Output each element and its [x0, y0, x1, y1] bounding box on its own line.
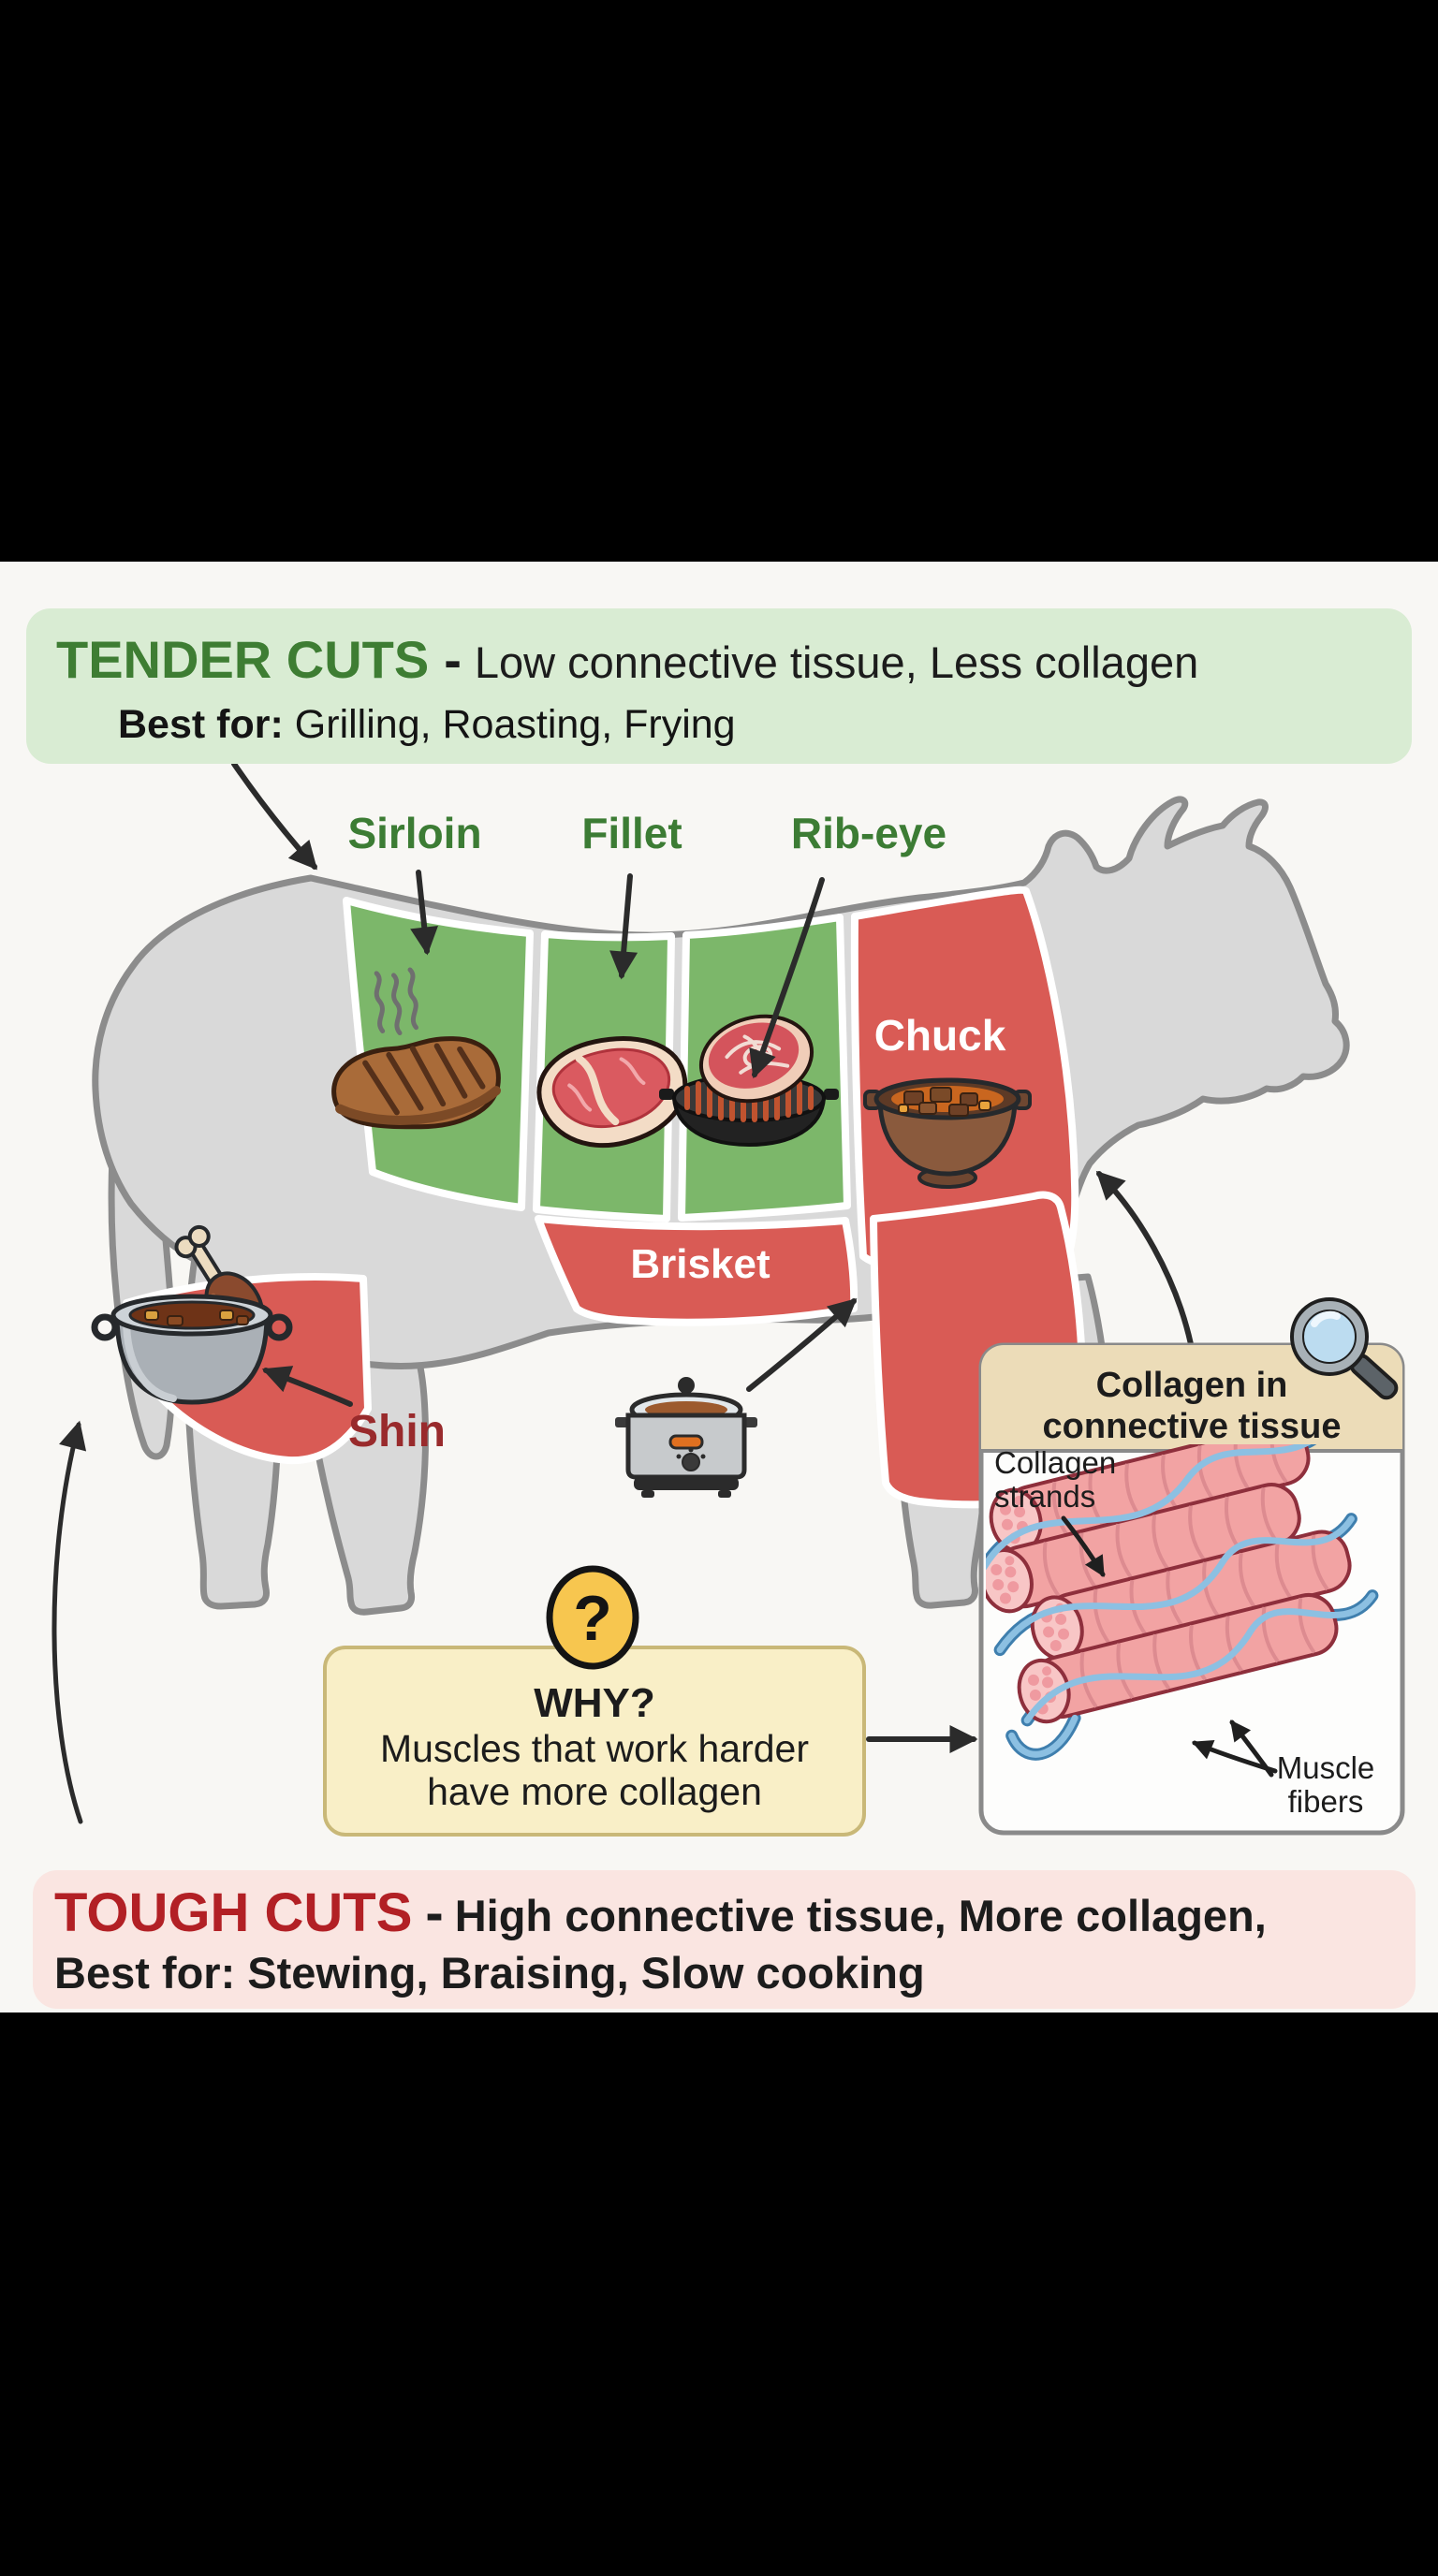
why-title: WHY?	[534, 1680, 655, 1726]
muscle-fibers-label-line2: fibers	[1288, 1784, 1364, 1819]
letterbox-bottom	[0, 2012, 1438, 2576]
collagen-strands-label-line2: strands	[994, 1479, 1095, 1514]
section-brisket	[535, 1215, 858, 1326]
muscle-fibers-label-line1: Muscle	[1277, 1750, 1375, 1785]
arrow-fillet	[609, 873, 638, 980]
muscle-fiber-illustration	[986, 1444, 1379, 1761]
arrow-muscle-fibers-2	[1229, 1720, 1274, 1778]
raw-steak-icon	[536, 1036, 688, 1149]
collagen-box: Collagen in connective tissue	[978, 1297, 1405, 1836]
arrow-ribeye	[749, 877, 825, 1079]
stew-pot-icon	[863, 1077, 1032, 1189]
collagen-title-line2: connective tissue	[1043, 1407, 1342, 1446]
slow-cooker-icon	[615, 1377, 757, 1498]
tender-best-line: Best for:Grilling, Roasting, Frying	[118, 702, 736, 747]
label-sirloin: Sirloin	[347, 809, 481, 857]
label-chuck: Chuck	[874, 1011, 1006, 1060]
cut-labels: Sirloin Fillet Rib-eye Chuck Brisket Shi…	[347, 809, 1005, 1456]
arrow-shin	[261, 1366, 353, 1407]
arrow-collagen-to-chuck	[1095, 1170, 1194, 1347]
collagen-box-header	[981, 1345, 1402, 1451]
arrow-collagen-strands	[1061, 1515, 1106, 1577]
magnifier-icon	[1290, 1297, 1399, 1400]
tough-cuts-box: TOUGH CUTS-High connective tissue, More …	[33, 1870, 1416, 2009]
steam-steak-icon	[331, 967, 502, 1130]
tough-best-line: Best for: Stewing, Braising, Slow cookin…	[54, 1948, 925, 1998]
collagen-title-line1: Collagen in	[1096, 1366, 1288, 1405]
label-brisket: Brisket	[630, 1241, 770, 1287]
why-box: ? WHY? Muscles that work harder have mor…	[323, 1565, 866, 1837]
label-ribeye: Rib-eye	[791, 809, 946, 857]
arrows	[51, 761, 1194, 1824]
beef-cuts-diagram: TENDER CUTS-Low connective tissue, Less …	[0, 562, 1438, 2012]
letterbox-top	[0, 0, 1438, 562]
why-line1: Muscles that work harder	[380, 1727, 809, 1770]
tough-title-line: TOUGH CUTS-High connective tissue, More …	[54, 1882, 1267, 1943]
why-line2: have more collagen	[427, 1770, 762, 1813]
question-glyph: ?	[573, 1583, 612, 1654]
question-icon	[546, 1565, 639, 1670]
arrow-tough-to-cow	[51, 1420, 87, 1824]
arrow-sirloin	[410, 870, 438, 956]
label-fillet: Fillet	[581, 809, 682, 857]
collagen-strands-label-line1: Collagen	[994, 1445, 1116, 1480]
tender-title-line: TENDER CUTS-Low connective tissue, Less …	[56, 630, 1198, 689]
arrow-tender-to-cow	[231, 761, 317, 871]
tender-cuts-box: TENDER CUTS-Low connective tissue, Less …	[26, 608, 1412, 764]
shin-pot-icon	[91, 1224, 293, 1405]
diagram-canvas: TENDER CUTS-Low connective tissue, Less …	[26, 608, 1416, 2009]
label-shin: Shin	[348, 1407, 446, 1456]
arrow-cooker-to-brisket	[746, 1298, 858, 1392]
